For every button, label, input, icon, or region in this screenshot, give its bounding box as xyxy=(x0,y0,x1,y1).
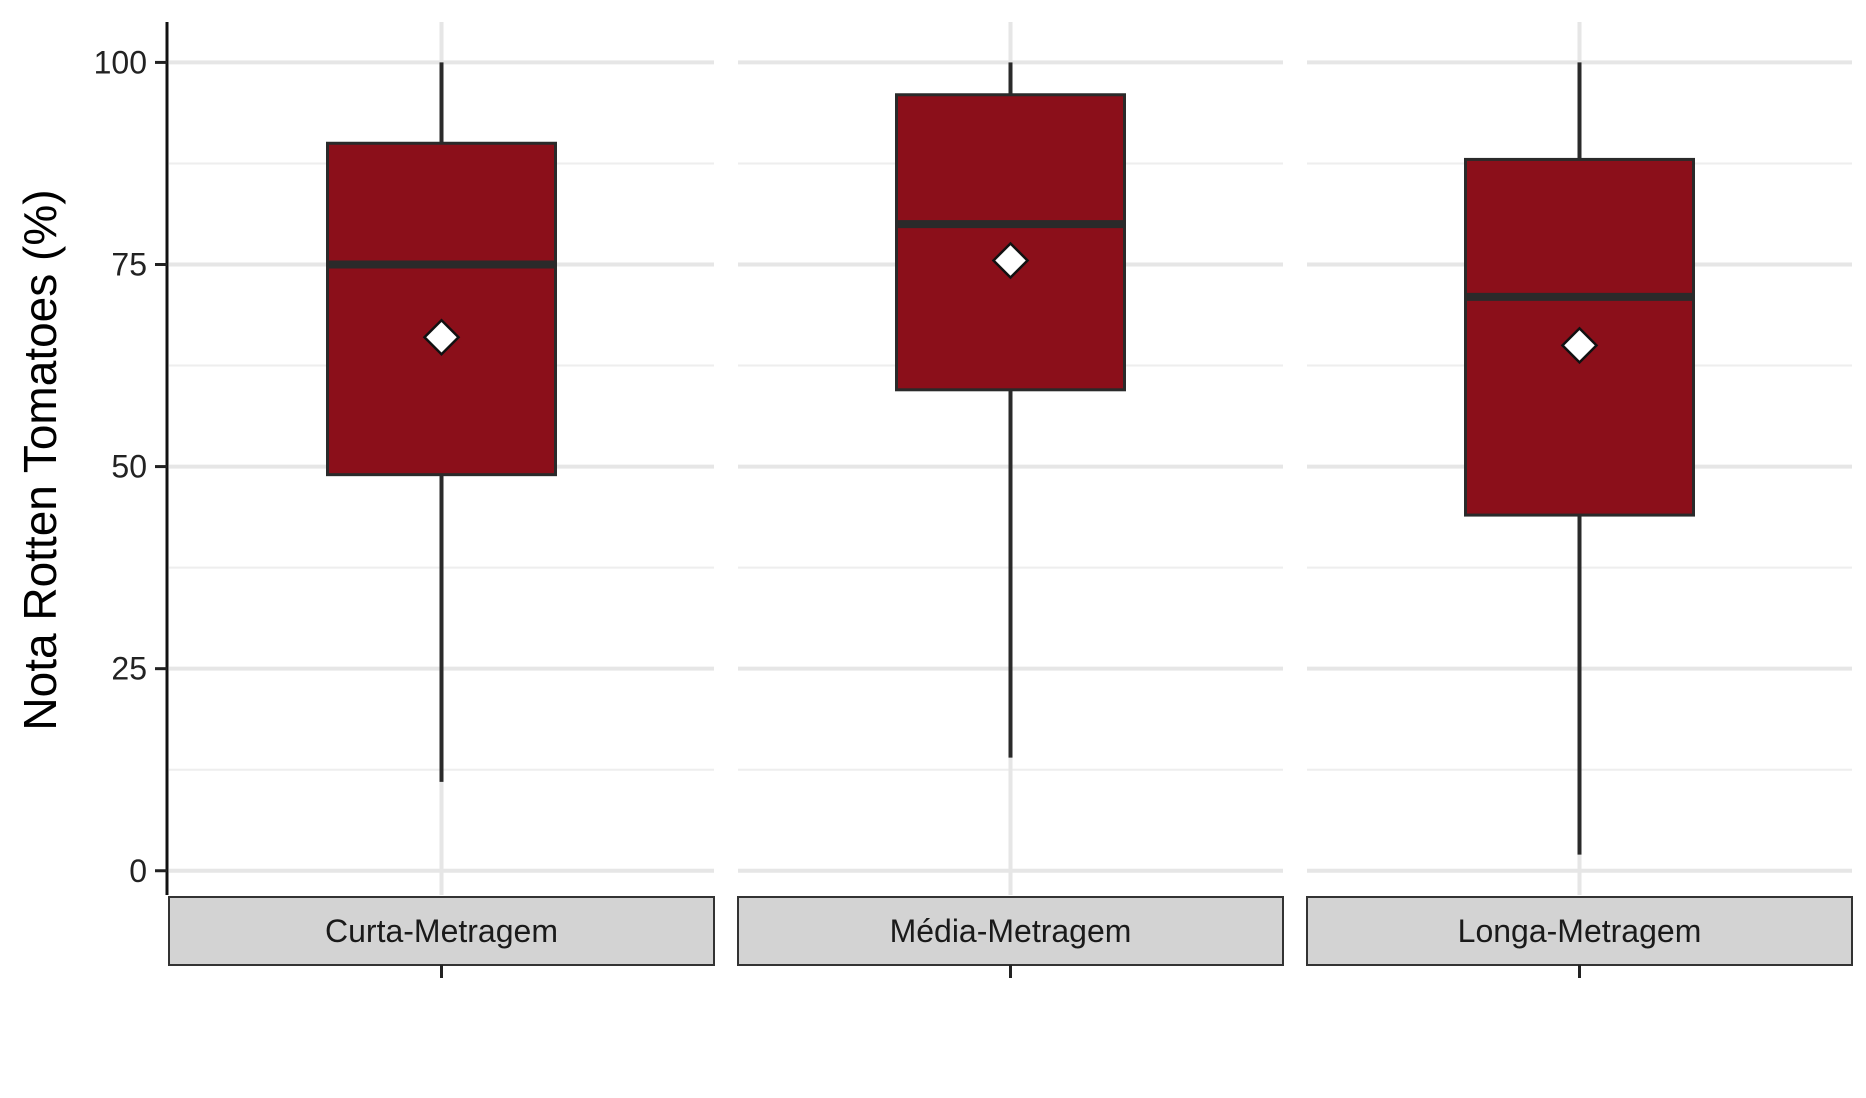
box-layer xyxy=(326,62,1695,855)
y-tick-label: 50 xyxy=(111,449,147,485)
y-tick-label: 25 xyxy=(111,651,147,687)
y-tick-label: 75 xyxy=(111,247,147,283)
facet-strip-label: Longa-Metragem xyxy=(1458,913,1702,949)
facet-strips: Curta-Metragem Média-Metragem Longa-Metrag… xyxy=(168,896,1853,978)
mean-marker xyxy=(1560,326,1599,365)
facet-strip-label: Média-Metragem xyxy=(890,913,1132,949)
facet-strip xyxy=(737,896,1284,966)
y-tick-label: 0 xyxy=(129,853,147,889)
y-axis: 0 25 50 75 100 xyxy=(94,22,169,895)
y-tick-label: 100 xyxy=(94,44,147,80)
box-iqr xyxy=(326,141,557,477)
mean-marker xyxy=(991,241,1030,280)
y-axis-title: Nota Rotten Tomatoes (%) xyxy=(14,189,66,730)
facet-strip xyxy=(168,896,715,966)
mean-marker xyxy=(422,318,461,357)
facet-strip xyxy=(1306,896,1853,966)
facet-strip-label: Curta-Metragem xyxy=(325,913,558,949)
